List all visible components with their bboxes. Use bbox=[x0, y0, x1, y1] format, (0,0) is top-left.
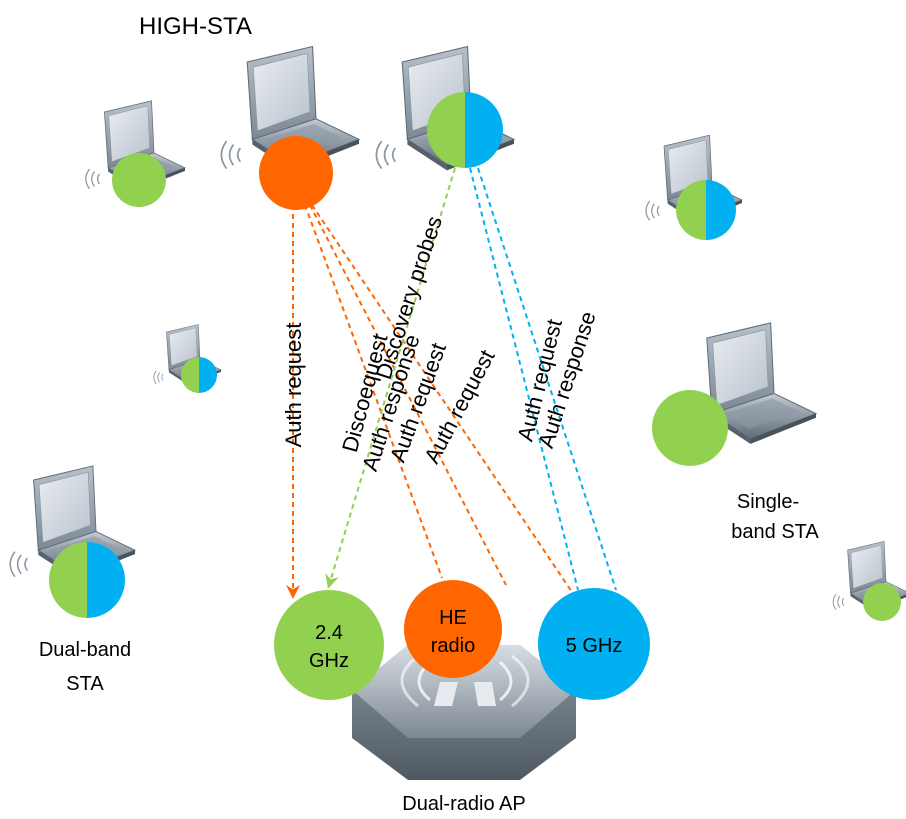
radio-24ghz-line2: GHz bbox=[309, 650, 349, 672]
label-auth-request-1: Auth request bbox=[281, 323, 306, 448]
radio-he: HE radio bbox=[404, 580, 502, 678]
sta-circle-right-top bbox=[676, 180, 736, 240]
sta-circle-dual-band bbox=[49, 542, 125, 618]
label-single-band-1: Single- bbox=[737, 491, 799, 513]
label-dual-radio-ap: Dual-radio AP bbox=[402, 793, 525, 814]
radio-he-line2: radio bbox=[431, 635, 475, 657]
sta-circle-high bbox=[259, 136, 333, 210]
link-lines bbox=[286, 167, 617, 610]
arrow-labels: Auth request Discoequest Auth response A… bbox=[281, 213, 601, 474]
radio-5ghz-label: 5 GHz bbox=[566, 635, 623, 657]
label-dual-band-1: Dual-band bbox=[39, 639, 131, 661]
sta-circle-top-center bbox=[427, 92, 503, 168]
radio-24ghz-line1: 2.4 bbox=[315, 622, 343, 644]
label-single-band-2: band STA bbox=[731, 521, 819, 543]
link-discovery-probes bbox=[325, 167, 456, 589]
access-point bbox=[352, 645, 576, 780]
link-blue-2 bbox=[477, 167, 617, 591]
sta-circle-small-left bbox=[181, 357, 217, 393]
link-blue-1 bbox=[469, 167, 579, 591]
radio-he-line1: HE bbox=[439, 607, 467, 629]
label-dual-band-2: STA bbox=[66, 673, 104, 695]
sta-circle-top-left bbox=[112, 153, 166, 207]
link-auth-request-5 bbox=[311, 204, 584, 610]
link-orange-1 bbox=[304, 204, 443, 579]
radio-5ghz: 5 GHz bbox=[538, 588, 650, 700]
label-high-sta: HIGH-STA bbox=[139, 13, 252, 40]
sta-circle-single-band bbox=[652, 390, 728, 466]
sta-circle-right-edge bbox=[863, 583, 901, 621]
radio-24ghz: 2.4 GHz bbox=[274, 590, 384, 700]
